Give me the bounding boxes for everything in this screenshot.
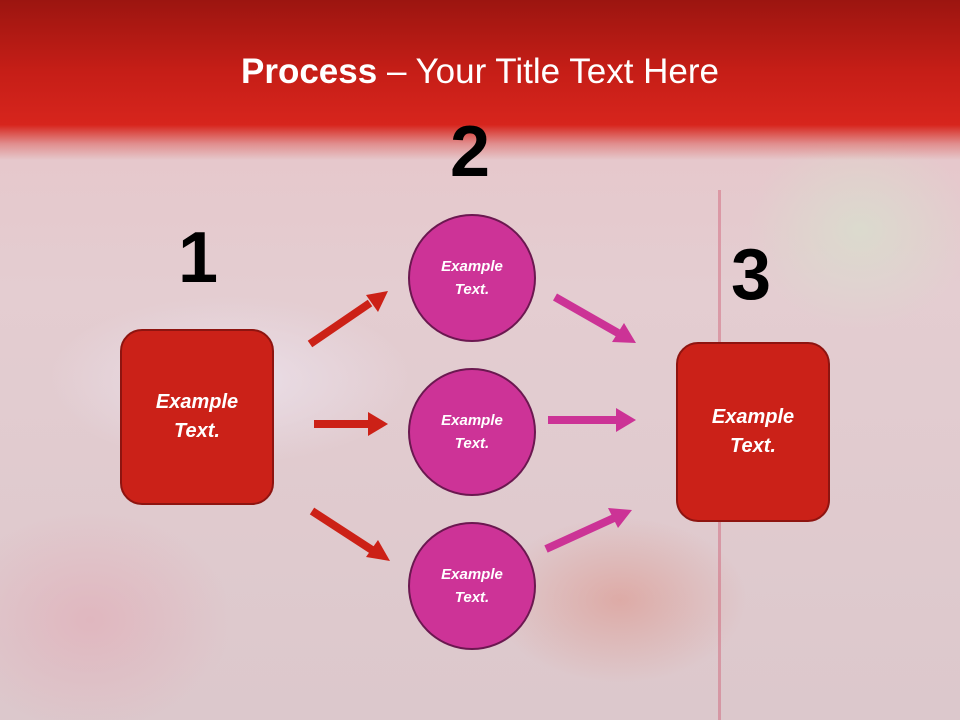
step-3-text: Example Text. xyxy=(711,406,795,457)
arrow-top-to-right xyxy=(553,293,636,343)
arrow-left-to-middle xyxy=(314,412,388,436)
step-1-text: Example Text. xyxy=(155,391,239,442)
arrow-middle-to-right xyxy=(548,408,636,432)
circle-top-text: Example Text. xyxy=(441,258,503,298)
circle-bottom: Example Text. xyxy=(408,522,536,650)
step-3-box: Example Text. xyxy=(676,342,830,522)
title-band xyxy=(0,0,960,160)
step-number-3: 3 xyxy=(731,235,772,315)
step-number-2: 2 xyxy=(450,112,491,192)
circle-top: Example Text. xyxy=(408,214,536,342)
circle-middle-text: Example Text. xyxy=(441,412,503,452)
arrow-left-to-bottom xyxy=(309,507,390,561)
step-1-box: Example Text. xyxy=(120,329,274,505)
slide-title: Process – Your Title Text Here xyxy=(0,52,960,92)
circle-bottom-text: Example Text. xyxy=(441,566,503,606)
circle-middle: Example Text. xyxy=(408,368,536,496)
title-rest: – Your Title Text Here xyxy=(377,52,719,91)
arrow-left-to-top xyxy=(307,291,388,348)
arrow-bottom-to-right xyxy=(544,508,632,553)
title-bold: Process xyxy=(241,52,378,91)
step-number-1: 1 xyxy=(178,218,219,298)
